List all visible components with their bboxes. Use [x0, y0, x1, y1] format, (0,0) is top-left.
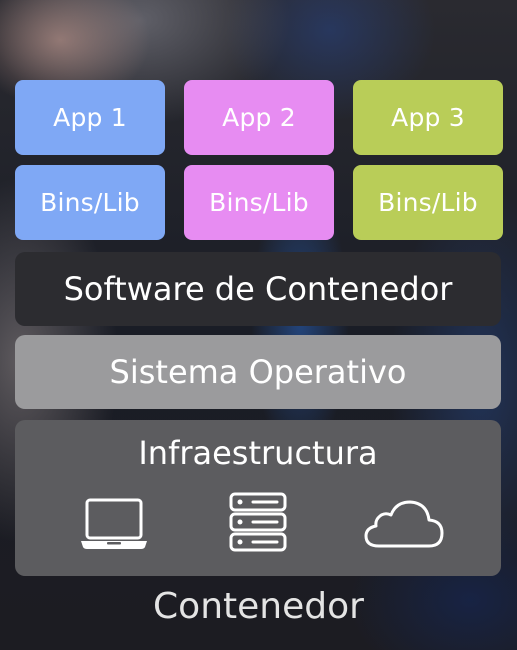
- diagram-caption: Contenedor: [153, 586, 364, 627]
- app-3-label: App 3: [391, 103, 465, 132]
- cloud-icon: [364, 500, 444, 548]
- bins-lib-3-tile: Bins/Lib: [353, 165, 503, 240]
- server-icon: [229, 492, 287, 552]
- app-2-label: App 2: [222, 103, 296, 132]
- operating-system-label: Sistema Operativo: [109, 353, 407, 391]
- bins-lib-3-label: Bins/Lib: [378, 188, 478, 217]
- infrastructure-label: Infraestructura: [138, 434, 378, 472]
- container-software-label: Software de Contenedor: [63, 270, 453, 308]
- container-software-layer: Software de Contenedor: [15, 252, 501, 326]
- app-2-tile: App 2: [184, 80, 334, 155]
- laptop-icon: [81, 498, 147, 549]
- operating-system-layer: Sistema Operativo: [15, 335, 501, 409]
- app-3-tile: App 3: [353, 80, 503, 155]
- bins-lib-2-label: Bins/Lib: [209, 188, 309, 217]
- bins-lib-1-label: Bins/Lib: [40, 188, 140, 217]
- infrastructure-layer: Infraestructura: [15, 420, 501, 576]
- bins-lib-2-tile: Bins/Lib: [184, 165, 334, 240]
- bins-lib-1-tile: Bins/Lib: [15, 165, 165, 240]
- app-1-label: App 1: [53, 103, 127, 132]
- app-1-tile: App 1: [15, 80, 165, 155]
